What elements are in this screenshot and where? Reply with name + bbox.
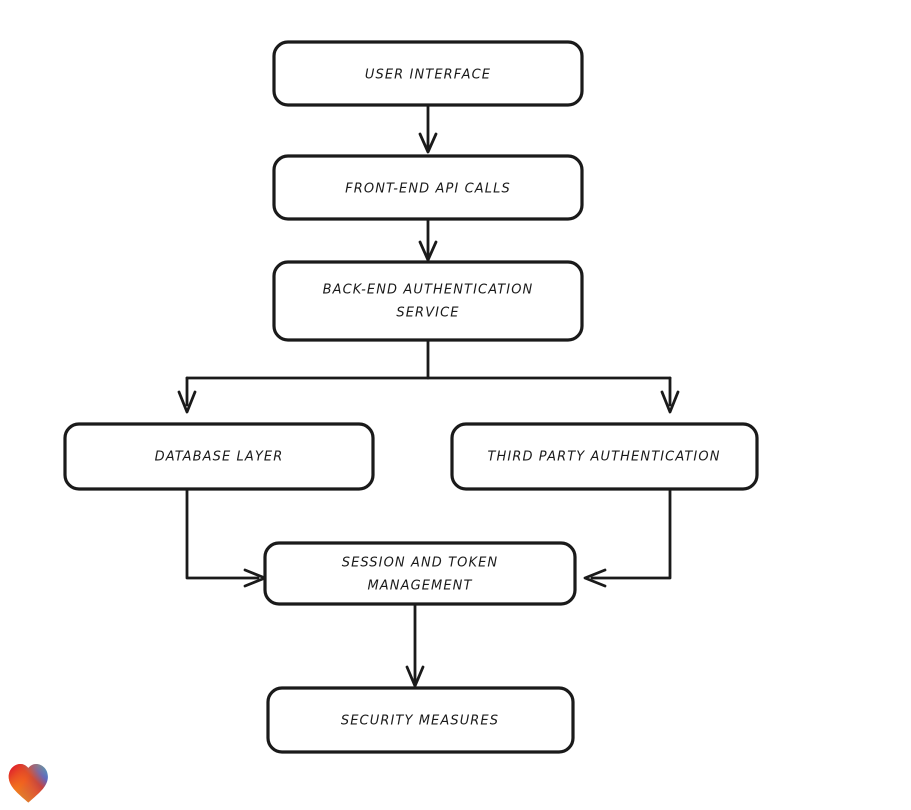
edge-backend-split — [185, 338, 672, 380]
node-security-measures-label: SECURITY MEASURES — [341, 714, 499, 729]
node-front-end-api-calls[interactable]: FRONT-END API CALLS — [272, 154, 584, 221]
edge-thirdparty-to-session — [583, 487, 672, 588]
node-database-layer-label: DATABASE LAYER — [155, 450, 284, 465]
node-back-end-auth-service[interactable]: BACK-END AUTHENTICATION SERVICE — [272, 260, 584, 342]
node-security-measures[interactable]: SECURITY MEASURES — [266, 686, 575, 754]
node-front-end-api-calls-box[interactable] — [272, 154, 584, 221]
node-back-end-auth-service-box[interactable] — [272, 260, 584, 342]
node-user-interface-box[interactable] — [272, 40, 584, 107]
node-session-token-mgmt-label-line2: MANAGEMENT — [367, 579, 472, 594]
node-back-end-auth-service-label-line2: SERVICE — [396, 306, 459, 321]
node-database-layer-box[interactable] — [63, 422, 375, 491]
node-third-party-auth-box[interactable] — [450, 422, 759, 491]
edge-backend-to-thirdparty — [660, 376, 680, 414]
node-front-end-api-calls-label: FRONT-END API CALLS — [345, 182, 511, 197]
node-third-party-auth-label: THIRD PARTY AUTHENTICATION — [487, 450, 720, 465]
heart-icon — [8, 763, 48, 803]
node-session-token-mgmt[interactable]: SESSION AND TOKEN MANAGEMENT — [263, 541, 577, 606]
node-user-interface-label: USER INTERFACE — [365, 68, 491, 83]
edge-backend-to-database — [177, 376, 197, 414]
node-session-token-mgmt-box[interactable] — [263, 541, 577, 606]
node-user-interface[interactable]: USER INTERFACE — [272, 40, 584, 107]
node-security-measures-box[interactable] — [266, 686, 575, 754]
edge-session-to-security — [405, 602, 425, 688]
edge-api-to-backend — [418, 217, 438, 262]
node-database-layer[interactable]: DATABASE LAYER — [63, 422, 375, 491]
node-third-party-auth[interactable]: THIRD PARTY AUTHENTICATION — [450, 422, 759, 491]
edge-ui-to-api — [418, 103, 438, 154]
edge-database-to-session — [185, 487, 267, 588]
node-session-token-mgmt-label-line1: SESSION AND TOKEN — [342, 556, 499, 571]
node-back-end-auth-service-label-line1: BACK-END AUTHENTICATION — [323, 283, 534, 298]
